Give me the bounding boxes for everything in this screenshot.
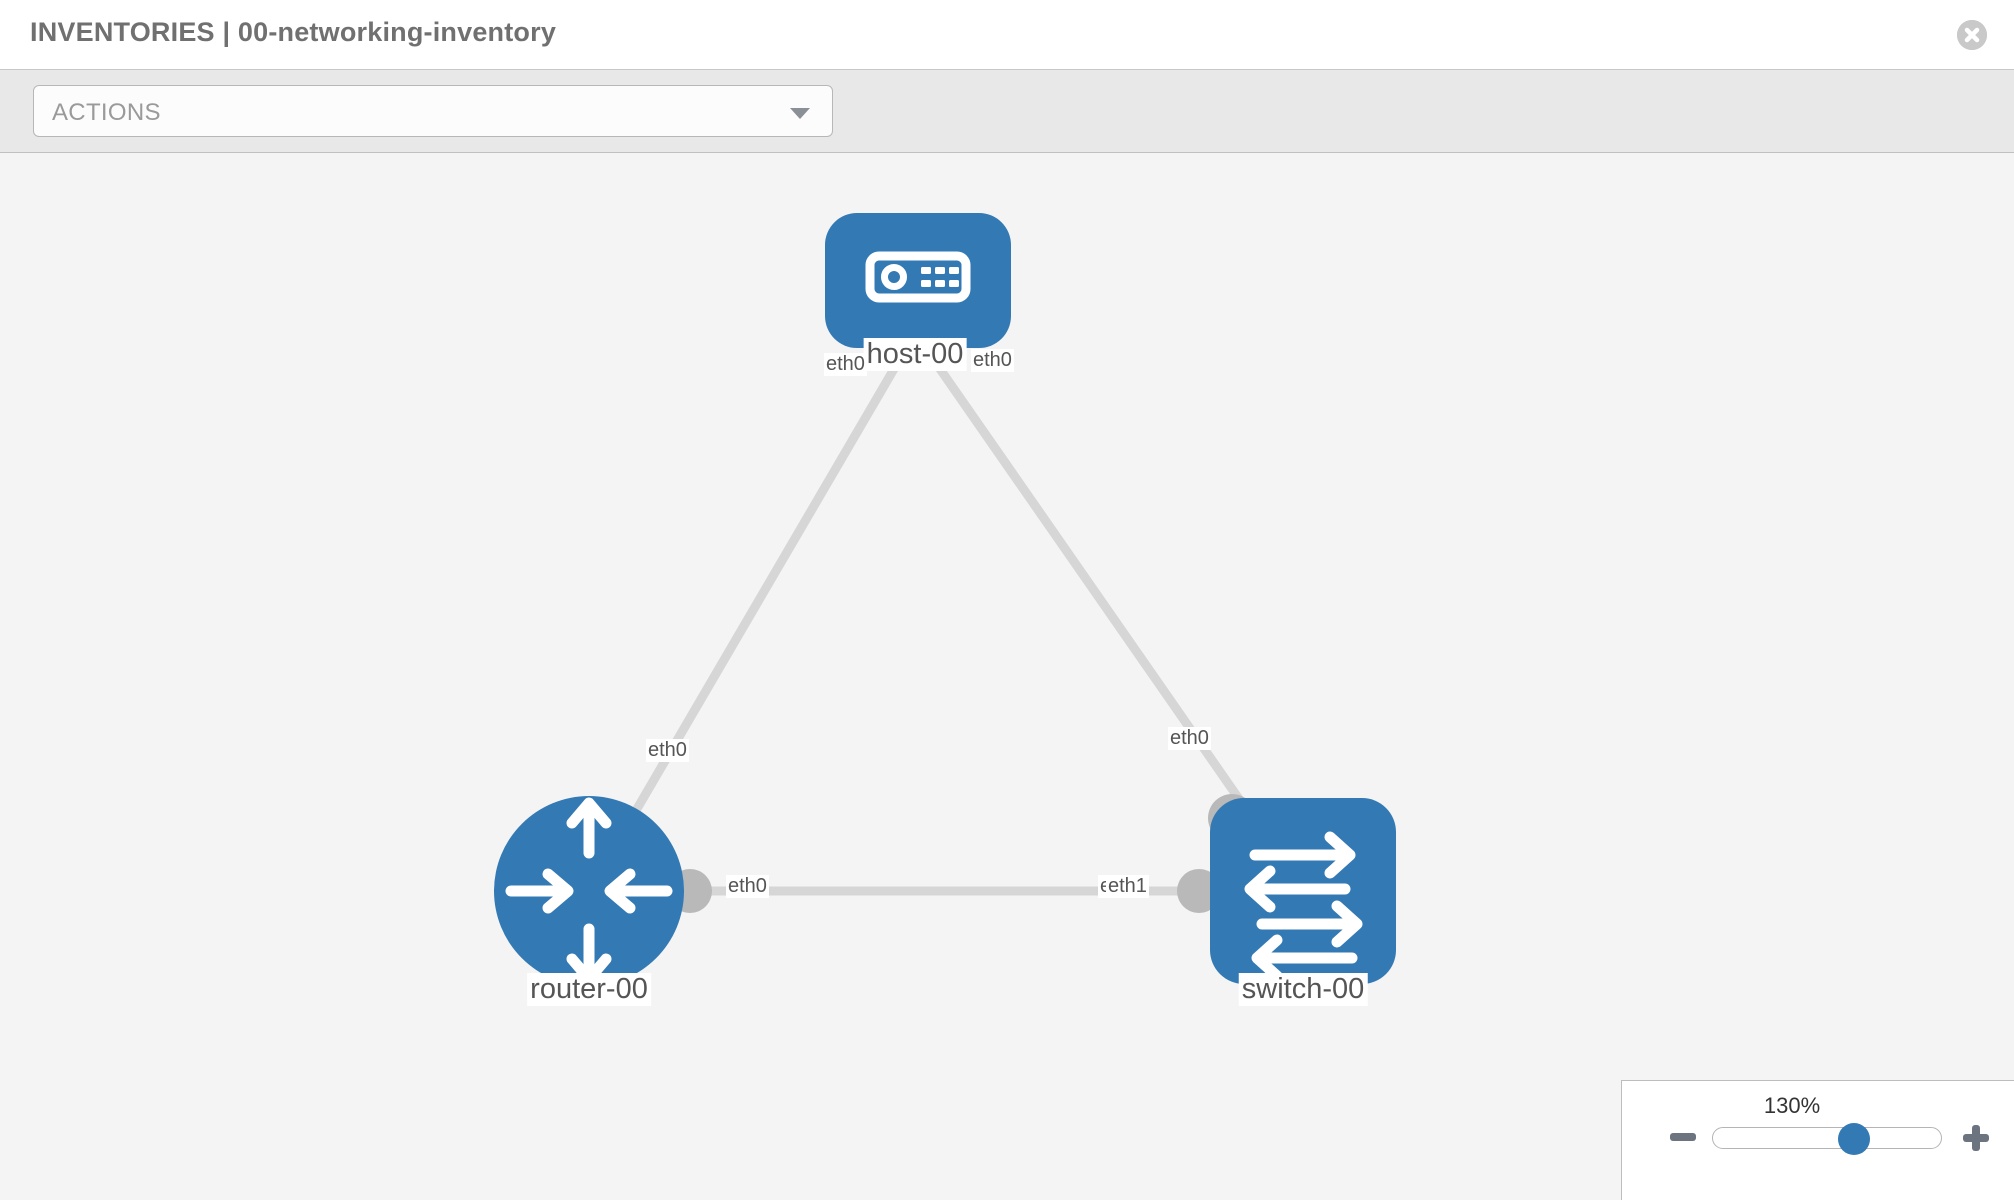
minus-icon[interactable] [1670,1133,1696,1141]
node-host-00[interactable] [825,213,1011,348]
topology-canvas[interactable]: host-00 router-00 switch-00 eth0 eth0 et… [0,153,2014,1200]
node-label-switch-00: switch-00 [1238,973,1368,1006]
edge-label-host-eth0-right: eth0 [971,349,1014,372]
edge-label-switch-uplink-eth0: eth0 [1168,727,1211,750]
zoom-level-value: 130% [1763,1093,1821,1118]
chevron-down-icon [790,108,810,119]
node-router-00[interactable] [494,796,684,986]
node-switch-00[interactable] [1210,798,1396,984]
zoom-control-panel: 130% [1621,1080,2014,1200]
close-icon[interactable] [1957,20,1987,50]
plus-icon[interactable] [1963,1125,1989,1151]
edge-label-host-eth0-left: eth0 [824,353,867,376]
topology-links [585,330,1307,896]
actions-dropdown[interactable]: ACTIONS [33,85,833,137]
zoom-slider-thumb[interactable] [1837,1123,1870,1155]
switch-arrows-icon [1244,831,1363,982]
zoom-slider[interactable] [1712,1123,1942,1155]
node-label-host-00: host-00 [863,338,967,371]
server-icon [865,251,971,303]
toolbar: ACTIONS [0,70,2014,207]
edge-label-router-uplink-eth0: eth0 [646,739,689,762]
node-label-router-00: router-00 [527,973,651,1006]
link-host-router[interactable] [585,330,919,894]
topology-graph [494,213,1396,986]
edge-label-switch-eth1: eth1 [1106,875,1149,898]
actions-dropdown-label: ACTIONS [52,99,161,126]
edge-label-router-eth0: eth0 [726,875,769,898]
router-arrows-icon [505,797,673,985]
page-header: INVENTORIES | 00-networking-inventory [0,0,2014,70]
page-title: INVENTORIES | 00-networking-inventory [30,17,557,47]
